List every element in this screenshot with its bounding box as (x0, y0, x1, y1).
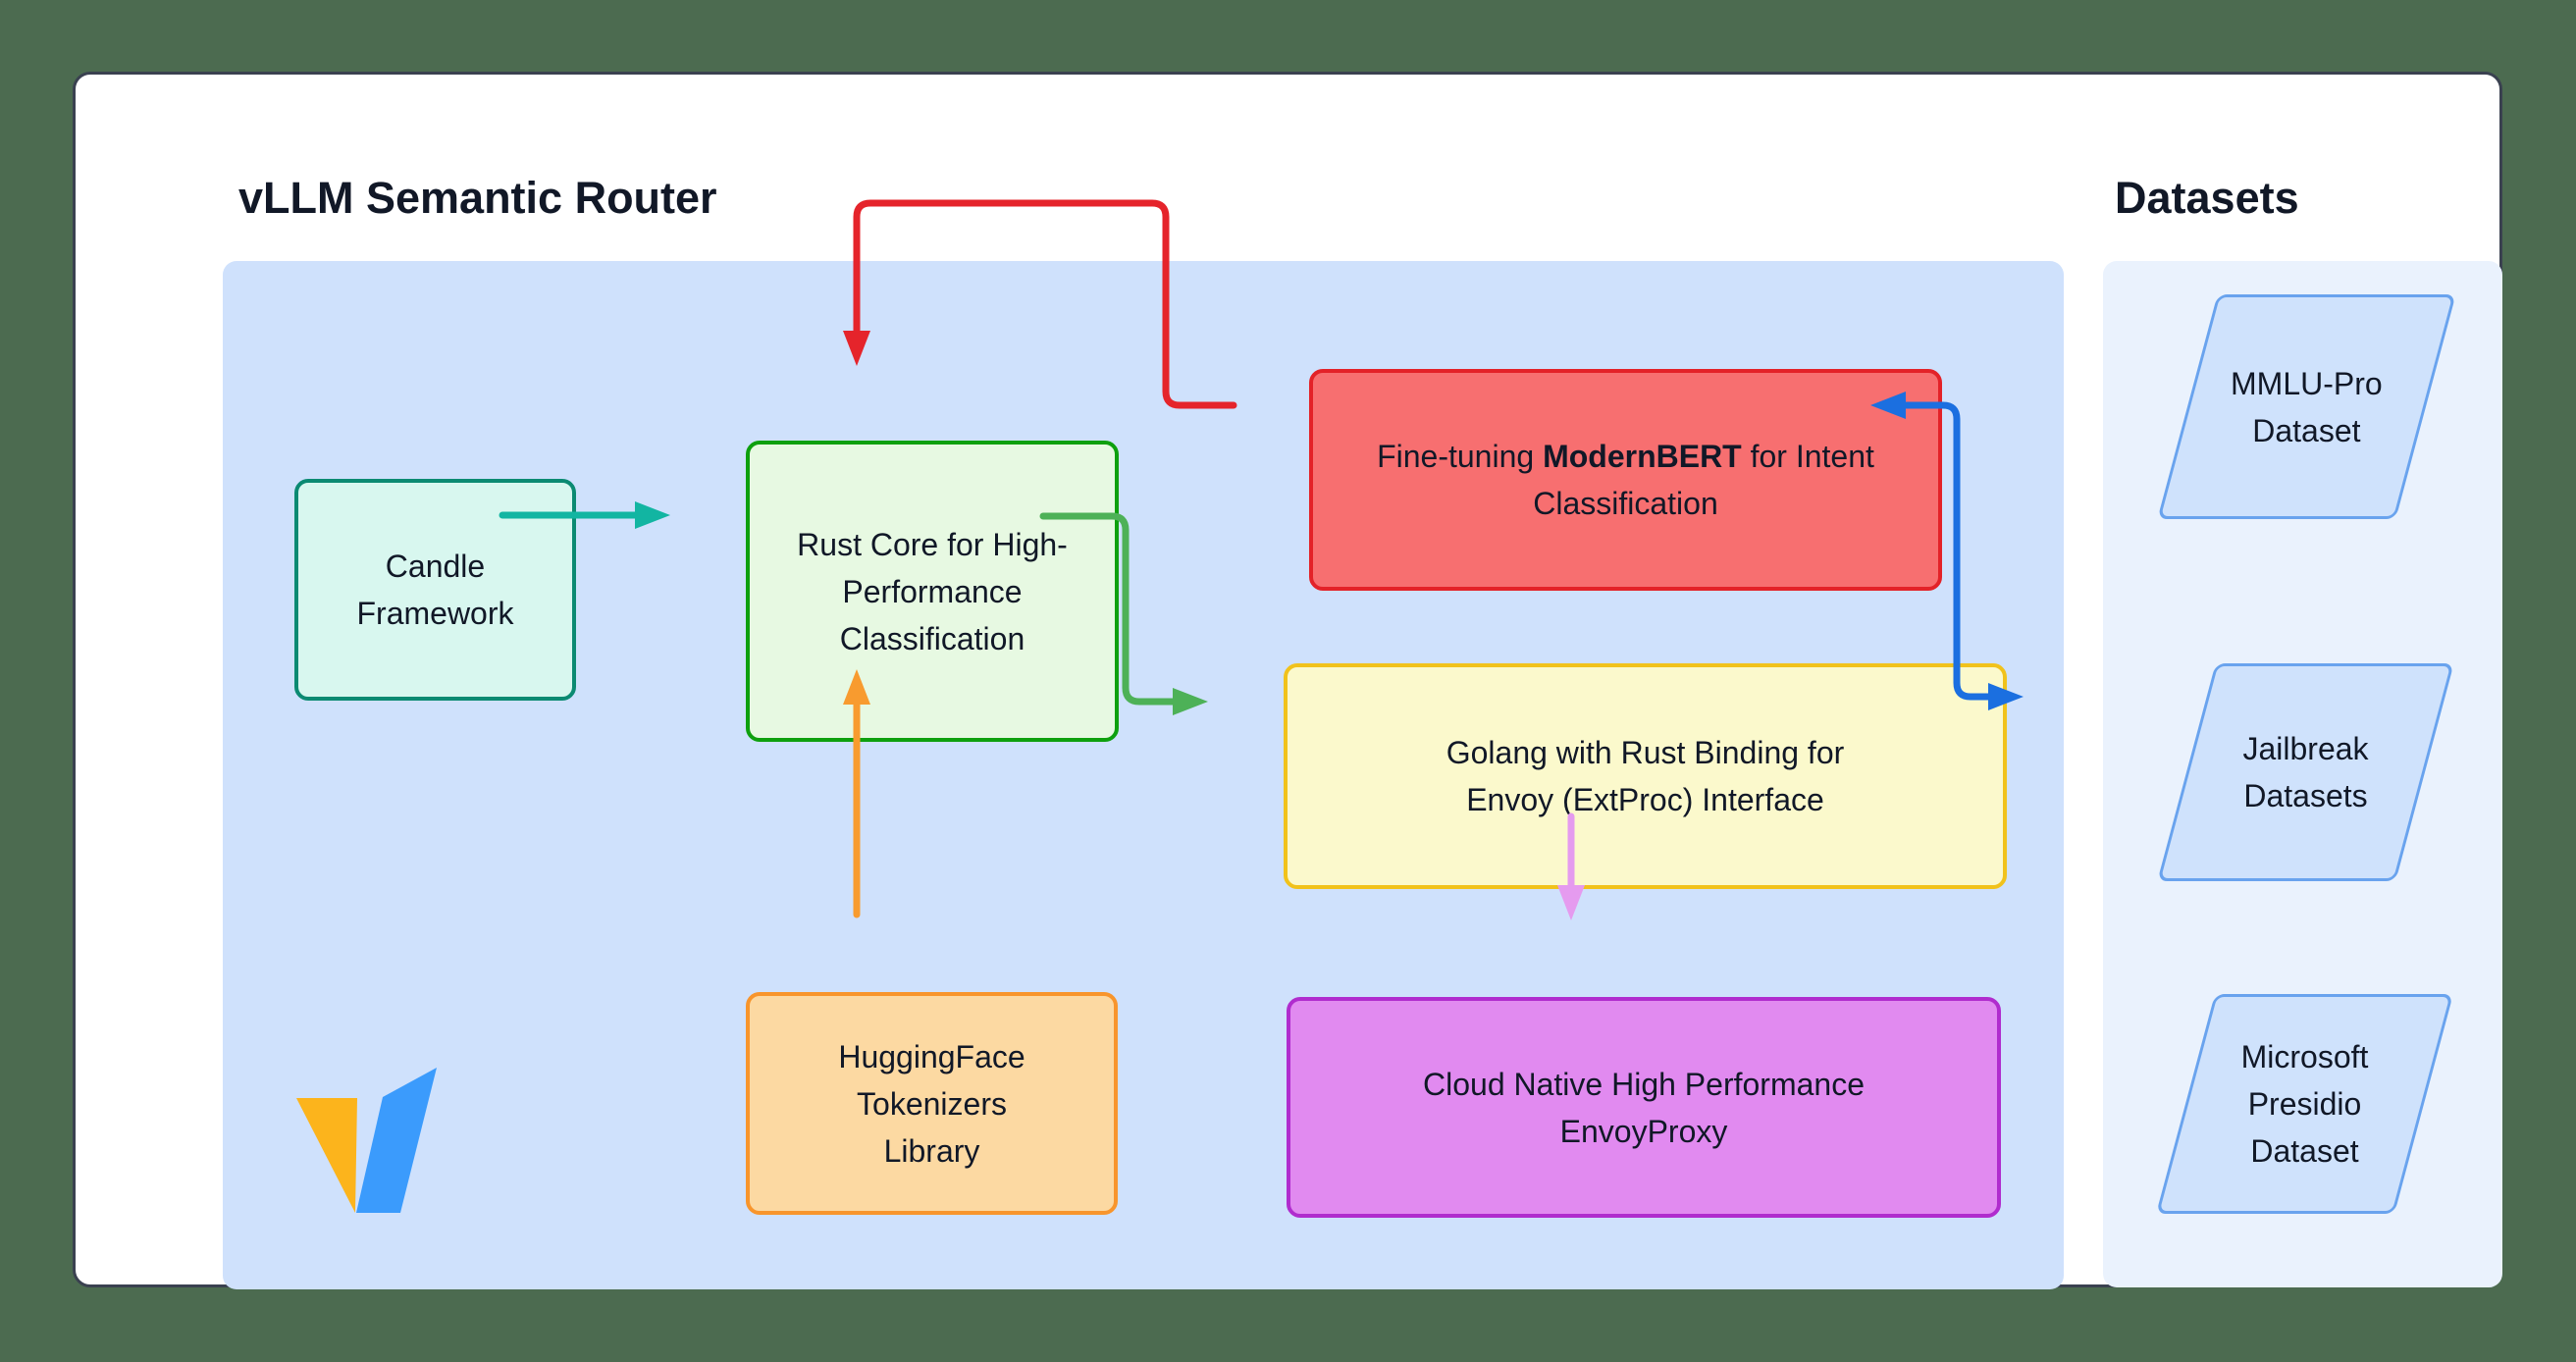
node-modernbert-finetuning: Fine-tuning ModernBERT for Intent Classi… (1309, 369, 1942, 591)
label-bold: ModernBERT (1543, 439, 1742, 474)
node-golang-extproc: Golang with Rust Binding for Envoy (ExtP… (1284, 663, 2007, 889)
node-label: Cloud Native High Performance EnvoyProxy (1423, 1066, 1865, 1149)
dataset-label: MMLU-Pro Dataset (2231, 365, 2383, 448)
logo-yellow-triangle (296, 1098, 357, 1213)
label-suffix: for Intent Classification (1533, 439, 1874, 521)
node-label: HuggingFace Tokenizers Library (838, 1038, 1025, 1169)
node-envoyproxy: Cloud Native High Performance EnvoyProxy (1287, 997, 2001, 1218)
logo-blue-stroke (356, 1068, 437, 1213)
dataset-label: Microsoft Presidio Dataset (2240, 1039, 2369, 1169)
label-prefix: Fine-tuning (1377, 439, 1544, 474)
node-huggingface-tokenizers: HuggingFace Tokenizers Library (746, 992, 1118, 1215)
vllm-logo (296, 1068, 437, 1213)
node-label: Golang with Rust Binding for Envoy (ExtP… (1446, 735, 1845, 817)
node-label: Candle Framework (356, 549, 514, 631)
diagram-card: vLLM Semantic Router Datasets Candle Fra… (73, 72, 2502, 1289)
node-label: Fine-tuning ModernBERT for Intent Classi… (1366, 433, 1886, 527)
node-label: Rust Core for High-Performance Classific… (797, 526, 1068, 656)
node-rust-core: Rust Core for High-Performance Classific… (746, 441, 1119, 742)
page-title: vLLM Semantic Router (238, 173, 717, 223)
dataset-label: Jailbreak Datasets (2242, 731, 2369, 813)
node-candle-framework: Candle Framework (294, 479, 576, 701)
datasets-section-title: Datasets (2115, 173, 2299, 223)
